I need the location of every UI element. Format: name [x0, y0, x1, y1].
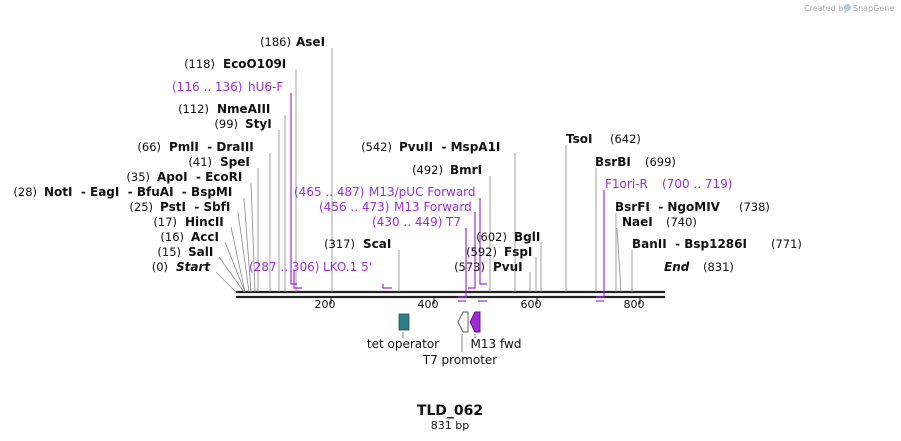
- site-name-pvuII: PvuII - MspA1I: [399, 140, 500, 154]
- map-title: TLD_062: [417, 403, 483, 419]
- primer-name-m13puc: M13/pUC Forward: [369, 185, 476, 199]
- features: tet operator T7 promoter M13 fwd: [367, 311, 522, 367]
- site-name-scaI: ScaI: [363, 237, 391, 251]
- site-pos-styI: (99): [214, 117, 238, 131]
- feature-label-tet-operator: tet operator: [367, 337, 439, 351]
- primer-range-hu6: (116 .. 136): [172, 80, 242, 94]
- site-name-aseI: AseI: [296, 35, 325, 49]
- site-name-bglI: BglI: [514, 230, 540, 244]
- site-name-banII: BanII - Bsp1286I: [632, 237, 747, 251]
- site-pos-pvuII: (542): [361, 140, 392, 154]
- site-pos-end: (831): [703, 260, 734, 274]
- site-pos-fspI: (592): [466, 245, 497, 259]
- ruler: 200 400 600 800: [315, 297, 645, 311]
- site-pos-pvuI: (573): [454, 260, 485, 274]
- feature-label-t7-promoter: T7 promoter: [422, 353, 498, 367]
- site-name-styI: StyI: [245, 117, 272, 131]
- site-pos-pmlI: (66): [137, 140, 161, 154]
- site-pos-accI: (16): [160, 230, 184, 244]
- primer-name-lko: LKO.1 5': [323, 260, 372, 274]
- site-name-pstI: PstI - SbfI: [160, 200, 230, 214]
- tick-200: 200: [315, 298, 336, 311]
- site-pos-nmeAIII: (112): [178, 102, 209, 116]
- site-name-start: Start: [176, 260, 211, 274]
- t7-promoter-feature: [457, 311, 469, 333]
- site-pos-notI: (28): [13, 185, 37, 199]
- site-name-bmrI: BmrI: [450, 163, 482, 177]
- site-name-end: End: [664, 260, 690, 274]
- primer-name-hu6: hU6-F: [248, 80, 283, 94]
- site-pos-ecoO109I: (118): [184, 57, 215, 71]
- site-pos-apoI: (35): [126, 170, 150, 184]
- credit-brand: SnapGene: [853, 4, 894, 13]
- snapgene-logo-icon: [844, 4, 851, 11]
- primer-range-m13fwd: (456 .. 473): [319, 200, 389, 214]
- primer-leaders: [290, 93, 605, 302]
- primer-range-m13puc: (465 .. 487): [294, 185, 364, 199]
- site-pos-bsrFI: (738): [739, 200, 770, 214]
- site-name-hincII: HincII: [185, 215, 224, 229]
- tick-600: 600: [521, 298, 542, 311]
- site-name-salI: SalI: [188, 245, 213, 259]
- primer-name-m13fwd: M13 Forward: [394, 200, 472, 214]
- site-pos-naeI: (740): [666, 215, 697, 229]
- site-pos-bglI: (602): [476, 230, 507, 244]
- site-name-tsoI: TsoI: [566, 132, 592, 146]
- site-pos-banII: (771): [771, 237, 802, 251]
- site-name-bsrFI: BsrFI - NgoMIV: [615, 200, 721, 214]
- site-pos-tsoI: (642): [610, 132, 641, 146]
- m13-fwd-feature: [469, 311, 481, 333]
- primer-labels: (116 .. 136) hU6-F (465 .. 487) M13/pUC …: [172, 80, 732, 274]
- site-pos-bsrBI: (699): [645, 155, 676, 169]
- credit-prefix: Created by: [804, 4, 848, 13]
- primer-range-lko: (287 .. 306): [249, 260, 319, 274]
- site-name-accI: AccI: [191, 230, 219, 244]
- site-labels: (186) AseI (118) EcoO109I (112) NmeAIII …: [13, 35, 802, 274]
- site-name-speI: SpeI: [220, 155, 250, 169]
- tick-400: 400: [418, 298, 439, 311]
- site-pos-start: (0): [152, 260, 168, 274]
- site-pos-aseI: (186): [260, 35, 291, 49]
- site-name-nmeAIII: NmeAIII: [217, 102, 270, 116]
- map-length: 831 bp: [431, 419, 469, 432]
- site-name-fspI: FspI: [504, 245, 532, 259]
- site-name-bsrBI: BsrBI: [595, 155, 631, 169]
- site-leaders: [215, 48, 633, 293]
- site-pos-salI: (15): [157, 245, 181, 259]
- site-name-notI: NotI - EagI - BfuAI - BspMI: [44, 185, 232, 199]
- site-name-apoI: ApoI - EcoRI: [157, 170, 242, 184]
- tet-operator-feature: [398, 313, 410, 331]
- site-name-pmlI: PmlI - DraIII: [169, 140, 254, 154]
- site-name-ecoO109I: EcoO109I: [223, 57, 286, 71]
- feature-label-m13-fwd: M13 fwd: [471, 337, 522, 351]
- site-pos-speI: (41): [188, 155, 212, 169]
- site-name-naeI: NaeI: [622, 215, 653, 229]
- tick-800: 800: [624, 298, 645, 311]
- site-pos-pstI: (25): [129, 200, 153, 214]
- primer-range-t7: (430 .. 449): [372, 215, 442, 229]
- primer-name-f1ori: F1ori-R: [605, 177, 648, 191]
- site-pos-bmrI: (492): [412, 163, 443, 177]
- site-pos-scaI: (317): [324, 237, 355, 251]
- primer-name-t7: T7: [445, 215, 461, 229]
- primer-range-f1ori: (700 .. 719): [662, 177, 732, 191]
- site-pos-hincII: (17): [153, 215, 177, 229]
- site-name-pvuI: PvuI: [493, 260, 523, 274]
